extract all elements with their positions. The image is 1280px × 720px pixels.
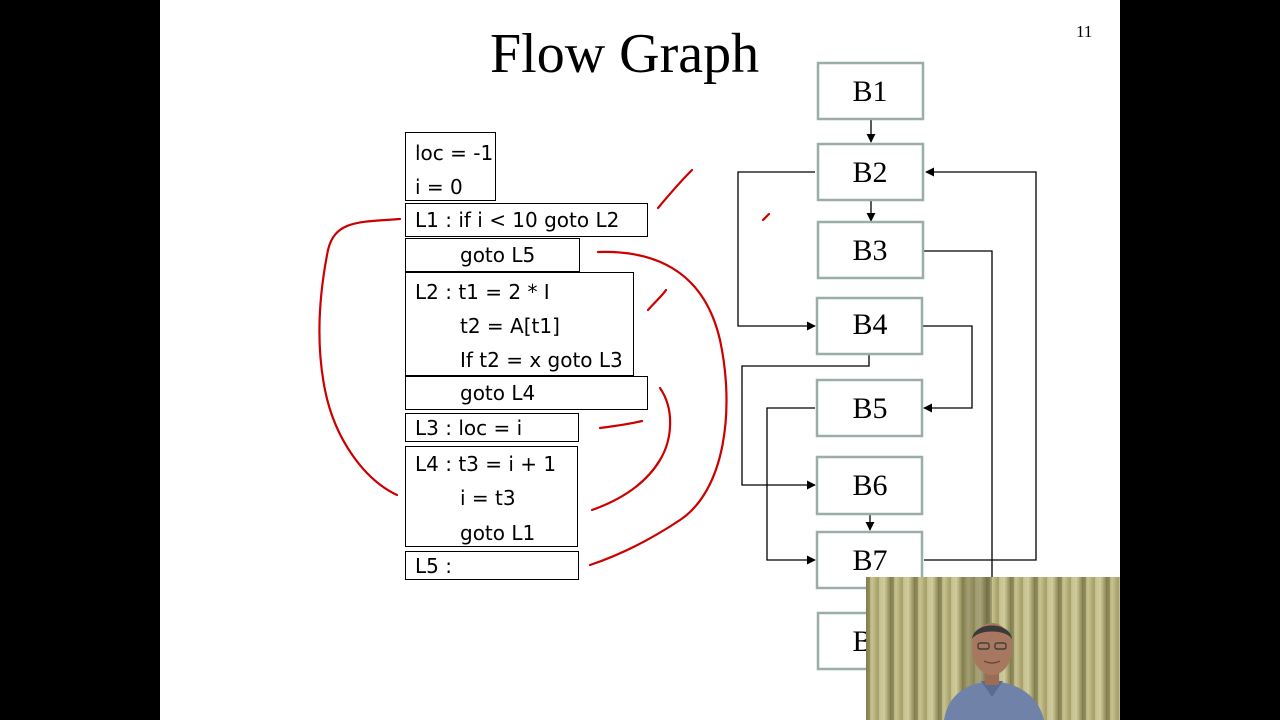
code-line: loc = -1	[415, 141, 494, 165]
node-label: B6	[852, 469, 887, 502]
code-block-l5: L5 :	[405, 551, 579, 580]
presenter-webcam	[866, 577, 1120, 720]
edge-b2-b4	[737, 171, 816, 331]
annotation-loop-left	[318, 217, 402, 497]
code-line: goto L5	[460, 243, 536, 267]
annotation-goto-l4-curve	[590, 386, 672, 512]
edge-b4-b6	[741, 354, 870, 490]
annotation-mark	[761, 212, 771, 222]
edge-b3-b8	[924, 250, 993, 580]
code-line: If t2 = x goto L3	[460, 348, 623, 372]
node-label: B1	[852, 75, 887, 108]
node-b1: B1	[816, 61, 925, 121]
code-line: i = t3	[460, 486, 516, 510]
code-line: t2 = A[t1]	[460, 314, 560, 338]
slide-title: Flow Graph	[490, 23, 760, 85]
edge-b7-b2	[924, 167, 1037, 561]
code-line: L5 :	[415, 554, 452, 578]
code-line: i = 0	[415, 175, 463, 199]
code-line: L3 : loc = i	[415, 416, 523, 440]
annotation-strokes	[318, 168, 771, 567]
code-line: L4 : t3 = i + 1	[415, 452, 557, 476]
code-block-l1: L1 : if i < 10 goto L2	[405, 203, 648, 237]
code-block-init: loc = -1 i = 0	[405, 132, 496, 201]
code-line: goto L4	[460, 381, 536, 405]
page-number: 11	[1076, 22, 1093, 41]
code-line: L1 : if i < 10 goto L2	[415, 208, 620, 232]
node-label: B5	[852, 392, 887, 425]
node-label: B4	[852, 308, 887, 341]
node-label: B2	[852, 156, 887, 189]
edge-b5-b7	[766, 407, 816, 565]
node-b3: B3	[816, 220, 925, 280]
node-b2: B2	[816, 142, 925, 202]
node-b4: B4	[815, 296, 924, 356]
annotation-goto-l5-curve	[588, 250, 728, 567]
node-b5: B5	[815, 378, 924, 438]
code-block-goto-l4: goto L4	[405, 376, 648, 410]
edge-b4-b5	[922, 325, 973, 413]
code-line: L2 : t1 = 2 * I	[415, 280, 550, 304]
graph-edges	[737, 119, 1037, 580]
annotation-mark	[598, 419, 644, 430]
node-label: B3	[852, 234, 887, 267]
node-b6: B6	[815, 455, 924, 516]
code-block-goto-l5: goto L5	[405, 238, 580, 272]
code-block-l4: L4 : t3 = i + 1 i = t3 goto L1	[405, 446, 578, 547]
code-block-l3: L3 : loc = i	[405, 413, 579, 442]
code-block-l2: L2 : t1 = 2 * I t2 = A[t1] If t2 = x got…	[405, 272, 634, 376]
node-label: B7	[852, 544, 887, 577]
code-line: goto L1	[460, 521, 536, 545]
annotation-mark	[646, 288, 668, 312]
slide: Flow Graph 11 loc = -1 i = 0 L1 : if i <…	[160, 0, 1120, 720]
annotation-mark	[656, 168, 694, 210]
